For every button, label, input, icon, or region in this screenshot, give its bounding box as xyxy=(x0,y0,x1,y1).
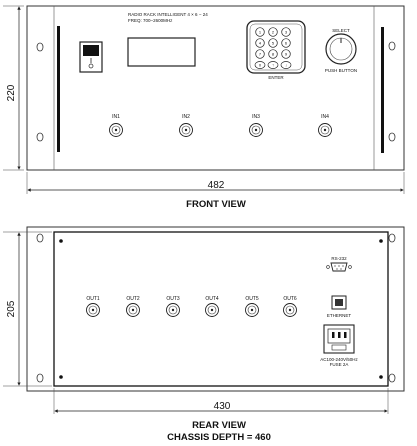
panel-screw xyxy=(59,375,63,379)
chassis-depth-caption: CHASSIS DEPTH = 460 xyxy=(167,432,271,443)
output-port-5[interactable]: OUT5 xyxy=(245,296,259,317)
front-height-dimension: 220 xyxy=(3,5,24,171)
output-port-label: OUT2 xyxy=(126,296,140,302)
output-port-label: OUT3 xyxy=(166,296,180,302)
front-panel xyxy=(26,5,405,171)
svg-text:6: 6 xyxy=(285,41,288,46)
rear-width-value: 430 xyxy=(214,401,231,412)
rear-height-value: 205 xyxy=(6,300,17,317)
svg-text:2: 2 xyxy=(272,30,275,35)
panel-screw xyxy=(379,375,383,379)
keypad-key[interactable]: ↓ xyxy=(280,61,292,69)
output-port-2[interactable]: OUT2 xyxy=(126,296,140,317)
svg-text:9: 9 xyxy=(285,52,288,57)
output-port-4[interactable]: OUT4 xyxy=(205,296,219,317)
keypad: 1 2 3 4 5 6 7 8 9 0 ↑ ↓ xyxy=(246,20,306,74)
svg-text:7: 7 xyxy=(259,52,262,57)
power-switch[interactable] xyxy=(79,41,103,73)
keypad-key[interactable]: 9 xyxy=(281,49,291,59)
front-height-value: 220 xyxy=(6,84,17,101)
keypad-key[interactable]: 2 xyxy=(268,27,278,37)
output-port-1[interactable]: OUT1 xyxy=(86,296,100,317)
power-inlet[interactable] xyxy=(323,324,355,354)
output-port-label: OUT5 xyxy=(245,296,259,302)
front-width-value: 482 xyxy=(208,180,225,191)
power-label-1: AC100-240V/50Hz xyxy=(320,357,358,362)
mount-hole xyxy=(36,233,44,243)
keypad-label: ENTER xyxy=(268,75,284,80)
power-label-2: FUSE 2A xyxy=(330,362,349,367)
svg-text:8: 8 xyxy=(272,52,275,57)
rs232-port[interactable] xyxy=(326,262,352,272)
front-header-line-2: FREQ: 700−2600MHz xyxy=(128,18,173,23)
mount-hole xyxy=(388,132,396,142)
ethernet-port[interactable] xyxy=(331,295,347,310)
keypad-key[interactable]: 8 xyxy=(268,49,278,59)
front-view: RADIO RACK INTELLIGENT 4 × 6 − 24 FREQ: … xyxy=(3,5,405,210)
keypad-key[interactable]: 5 xyxy=(268,38,278,48)
keypad-key[interactable]: 1 xyxy=(255,27,265,37)
svg-text:↑: ↑ xyxy=(272,63,274,68)
mount-hole xyxy=(388,233,396,243)
input-port-4[interactable]: IN4 xyxy=(318,114,332,137)
rear-view-caption: REAR VIEW xyxy=(192,420,246,431)
mount-hole xyxy=(388,373,396,383)
mount-hole xyxy=(36,42,44,52)
keypad-key[interactable]: 4 xyxy=(255,38,265,48)
svg-text:1: 1 xyxy=(259,30,262,35)
input-port-label: IN3 xyxy=(252,114,260,120)
svg-text:5: 5 xyxy=(272,41,275,46)
mount-hole xyxy=(388,41,396,51)
knob-bottom-label: PUSH BUTTON xyxy=(325,68,357,73)
input-port-label: IN2 xyxy=(182,114,190,120)
front-right-handle-slot xyxy=(381,27,384,153)
front-view-caption: FRONT VIEW xyxy=(186,199,246,210)
rear-width-dimension: 430 xyxy=(53,388,389,414)
rear-view: OUT1 OUT2 OUT3 OUT4 OUT5 xyxy=(3,226,405,443)
output-port-3[interactable]: OUT3 xyxy=(166,296,180,317)
select-knob[interactable] xyxy=(325,33,357,65)
svg-text:4: 4 xyxy=(259,41,262,46)
ethernet-label: ETHERNET xyxy=(327,313,352,318)
panel-screw xyxy=(59,239,63,243)
mount-hole xyxy=(36,373,44,383)
output-port-label: OUT6 xyxy=(283,296,297,302)
input-port-1[interactable]: IN1 xyxy=(109,114,123,137)
front-left-handle-slot xyxy=(57,26,60,152)
keypad-key[interactable]: 7 xyxy=(255,49,265,59)
mount-hole xyxy=(36,132,44,142)
input-port-label: IN4 xyxy=(321,114,329,120)
input-port-label: IN1 xyxy=(112,114,120,120)
svg-text:↓: ↓ xyxy=(285,63,287,68)
keypad-key[interactable]: 3 xyxy=(281,27,291,37)
input-port-3[interactable]: IN3 xyxy=(249,114,263,137)
rear-height-dimension: 205 xyxy=(3,231,52,387)
keypad-key[interactable]: 6 xyxy=(281,38,291,48)
output-port-label: OUT4 xyxy=(205,296,219,302)
input-port-2[interactable]: IN2 xyxy=(179,114,193,137)
keypad-key[interactable]: ↑ xyxy=(267,61,279,69)
lcd-display xyxy=(127,37,196,67)
knob-top-label: SELECT xyxy=(332,28,350,33)
output-port-6[interactable]: OUT6 xyxy=(283,296,297,317)
front-header-line-1: RADIO RACK INTELLIGENT 4 × 6 − 24 xyxy=(128,12,208,17)
panel-screw xyxy=(379,239,383,243)
keypad-key[interactable]: 0 xyxy=(254,61,266,69)
output-port-label: OUT1 xyxy=(86,296,100,302)
svg-text:0: 0 xyxy=(259,63,262,68)
front-width-dimension: 482 xyxy=(26,172,405,194)
svg-text:3: 3 xyxy=(285,30,288,35)
rs232-label: RS-232 xyxy=(331,256,347,261)
